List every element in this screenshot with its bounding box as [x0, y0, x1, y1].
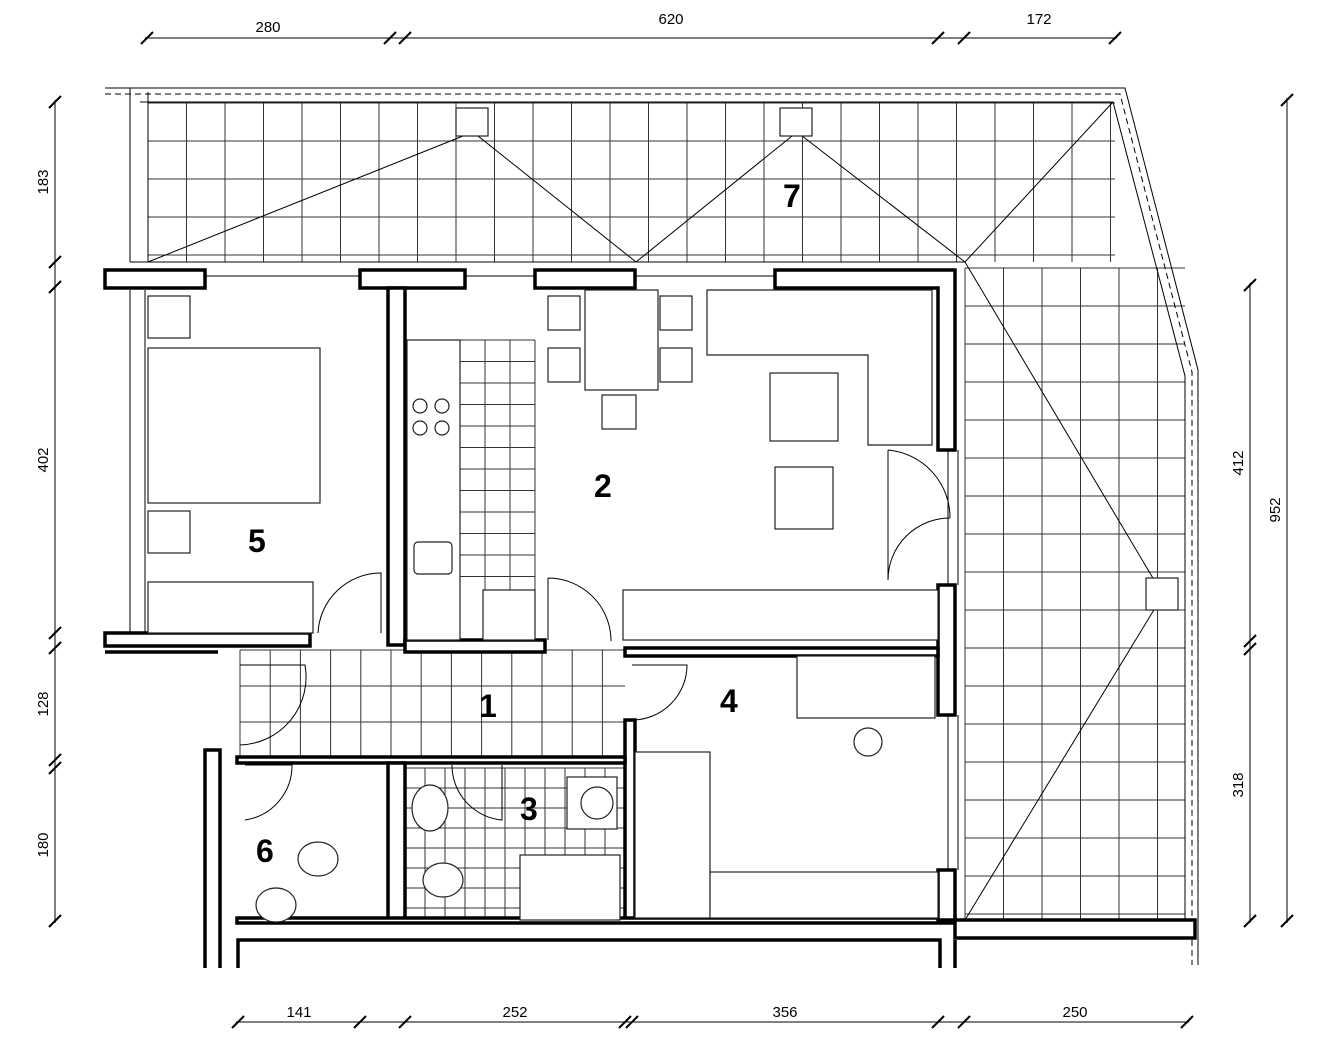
dimension-tick	[1243, 914, 1257, 928]
dining-table	[584, 289, 659, 391]
dimension-tick	[1243, 642, 1257, 656]
dimension-right-1: 412	[1230, 450, 1247, 475]
dimension-top-1: 280	[255, 19, 280, 36]
dimension-tick	[48, 914, 62, 928]
dimension-tick	[48, 626, 62, 640]
desk	[796, 655, 936, 719]
dimension-tick	[1108, 31, 1122, 45]
room-label-1: 1	[479, 688, 497, 724]
terrace-outline	[105, 87, 1199, 965]
office-chair	[853, 727, 883, 757]
dimension-left-1: 183	[35, 169, 52, 194]
washbasin	[411, 784, 449, 832]
dimension-tick	[1243, 278, 1257, 292]
dimension-right-2: 318	[1230, 772, 1247, 797]
bed	[634, 751, 711, 919]
armchair	[774, 466, 834, 530]
dimension-tick	[383, 31, 397, 45]
nightstand	[147, 510, 191, 554]
nightstand	[147, 295, 191, 339]
dimension-tick	[618, 1015, 632, 1029]
dimension-left-2: 402	[35, 447, 52, 472]
dimension-tick	[353, 1015, 367, 1029]
room-label-4: 4	[720, 683, 738, 719]
room-label-7: 7	[783, 178, 801, 214]
room-labels: 1 2 3 4 5 6 7	[248, 178, 801, 869]
wardrobe	[147, 581, 314, 634]
dimension-bottom-2: 252	[502, 1004, 527, 1021]
toilet	[297, 841, 339, 877]
dimension-bottom-1: 141	[286, 1004, 311, 1021]
sink	[413, 541, 453, 575]
bed	[147, 347, 321, 504]
dimension-tick	[48, 753, 62, 767]
dimension-tick	[931, 1015, 945, 1029]
bathtub	[519, 854, 621, 921]
dimension-bottom-3: 356	[772, 1004, 797, 1021]
coffee-table	[769, 372, 839, 442]
room-label-2: 2	[594, 468, 612, 504]
room-label-3: 3	[520, 791, 538, 827]
fridge	[482, 589, 536, 641]
dimension-tick	[140, 31, 154, 45]
dimension-bottom-4: 250	[1062, 1004, 1087, 1021]
dimension-tick	[48, 761, 62, 775]
washbasin	[255, 887, 297, 923]
dimension-tick	[48, 641, 62, 655]
dimension-left-4: 180	[35, 832, 52, 857]
toilet	[422, 862, 464, 898]
dimension-tick	[1280, 914, 1294, 928]
dimension-tick	[231, 1015, 245, 1029]
floor-tiles	[147, 102, 1185, 920]
dimension-tick	[1243, 634, 1257, 648]
dimension-tick	[957, 1015, 971, 1029]
dimension-total: 952	[1267, 497, 1284, 522]
room-label-5: 5	[248, 523, 266, 559]
dimension-tick	[48, 255, 62, 269]
tv-cabinet	[622, 589, 939, 641]
dimension-top-3: 172	[1026, 11, 1051, 28]
dimension-tick	[398, 31, 412, 45]
dimension-tick	[931, 31, 945, 45]
dimension-lines: 280 620 172 141 252 356 250 183 402 128 …	[35, 11, 1294, 1029]
walls	[103, 268, 1197, 968]
furniture	[147, 289, 951, 923]
dimension-left-3: 128	[35, 691, 52, 716]
dimension-tick	[1180, 1015, 1194, 1029]
dimension-tick	[957, 31, 971, 45]
dimension-tick	[48, 280, 62, 294]
kitchen-counter	[406, 339, 461, 641]
dimension-tick	[398, 1015, 412, 1029]
sofa	[706, 289, 933, 446]
dimension-top-2: 620	[658, 11, 683, 28]
dimension-tick	[625, 1015, 639, 1029]
dimension-tick	[48, 95, 62, 109]
dimension-tick	[1280, 93, 1294, 107]
room-label-6: 6	[256, 833, 274, 869]
